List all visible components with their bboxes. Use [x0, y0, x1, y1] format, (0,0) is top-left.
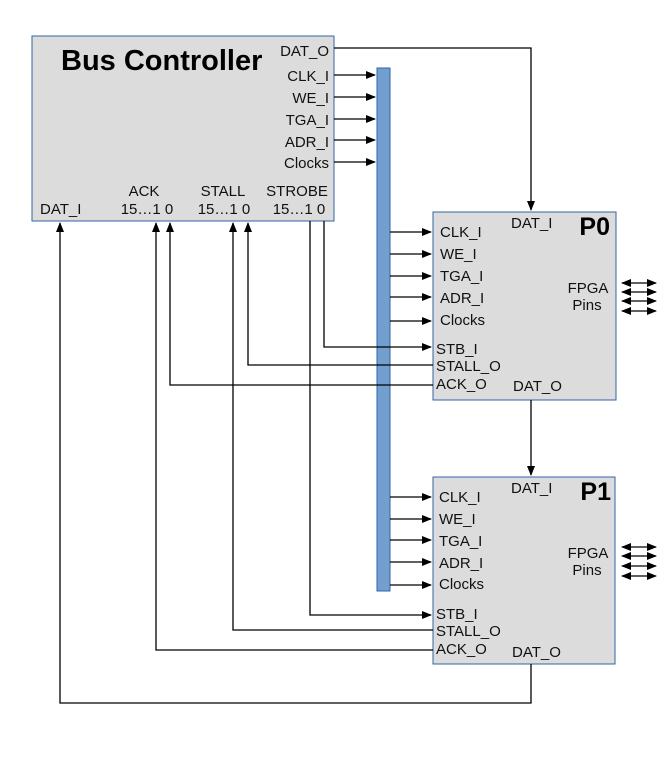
- p1-stall-o: STALL_O: [436, 623, 501, 640]
- peripheral-p1: P1 DAT_I CLK_I WE_I TGA_I ADR_I Clocks S…: [432, 476, 616, 665]
- p0-box: [432, 211, 617, 401]
- p0-dat-i: DAT_I: [511, 215, 552, 232]
- p1-ack-o: ACK_O: [436, 641, 487, 658]
- bc-group-ack-name: ACK: [129, 183, 160, 200]
- p1-dat-i: DAT_I: [511, 480, 552, 497]
- p1-fpga-pin-arrows: [621, 543, 657, 580]
- bc-group-stall-range: 15…1 0: [198, 201, 251, 218]
- p1-adr-i: ADR_I: [439, 555, 483, 572]
- p1-we-i: WE_I: [439, 511, 476, 528]
- p0-fpga-pin-arrows: [621, 279, 657, 315]
- p0-ack-o: ACK_O: [436, 376, 487, 393]
- p1-dat-o: DAT_O: [512, 644, 561, 661]
- wire-p1-ack-to-bc: [152, 222, 433, 651]
- shared-bus: [376, 67, 391, 592]
- wire-p0-stall-to-bc: [244, 222, 433, 366]
- p1-clk-i: CLK_I: [439, 489, 481, 506]
- p1-title: P1: [580, 478, 611, 506]
- bc-group-stall-name: STALL: [201, 183, 246, 200]
- wire-p1-stall-to-bc: [229, 222, 433, 631]
- bc-group-ack-range: 15…1 0: [121, 201, 174, 218]
- bc-port-adr-i: ADR_I: [285, 134, 329, 151]
- wire-p1-dat-o-to-bc: [56, 222, 532, 704]
- p0-fpga-label: FPGA: [568, 280, 609, 297]
- p0-dat-o: DAT_O: [513, 378, 562, 395]
- peripheral-p0: P0 DAT_I CLK_I WE_I TGA_I ADR_I Clocks S…: [432, 211, 617, 401]
- p0-we-i: WE_I: [440, 246, 477, 263]
- bc-group-strobe-range: 15…1 0: [273, 201, 326, 218]
- p0-clk-i: CLK_I: [440, 224, 482, 241]
- p1-pins-label: Pins: [572, 562, 601, 579]
- p1-box: [432, 476, 616, 665]
- bus-controller: Bus Controller DAT_O CLK_I WE_I TGA_I AD…: [31, 35, 335, 222]
- bc-port-dat-o: DAT_O: [280, 43, 329, 60]
- bc-port-clk-i: CLK_I: [287, 68, 329, 85]
- bus-controller-title: Bus Controller: [61, 45, 262, 77]
- p1-stb-i: STB_I: [436, 606, 478, 623]
- p0-stall-o: STALL_O: [436, 358, 501, 375]
- bc-port-we-i: WE_I: [292, 90, 329, 107]
- bc-port-tga-i: TGA_I: [286, 112, 329, 129]
- p1-tga-i: TGA_I: [439, 533, 482, 550]
- p1-fpga-label: FPGA: [568, 545, 609, 562]
- p1-clocks: Clocks: [439, 576, 484, 593]
- p0-tga-i: TGA_I: [440, 268, 483, 285]
- p0-title: P0: [579, 213, 610, 241]
- bc-group-strobe-name: STROBE: [266, 183, 328, 200]
- wire-strobe0-to-p0-stb: [323, 221, 432, 351]
- bc-port-dat-i: DAT_I: [40, 201, 81, 218]
- wire-bc-dat-o-to-p0: [334, 47, 535, 211]
- p0-stb-i: STB_I: [436, 341, 478, 358]
- wire-strobe1-to-p1-stb: [309, 221, 432, 619]
- p0-pins-label: Pins: [572, 297, 601, 314]
- p0-clocks: Clocks: [440, 312, 485, 329]
- bus-controller-box: [31, 35, 335, 222]
- bc-port-clocks: Clocks: [284, 155, 329, 172]
- wire-p0-ack-to-bc: [166, 222, 433, 386]
- p0-adr-i: ADR_I: [440, 290, 484, 307]
